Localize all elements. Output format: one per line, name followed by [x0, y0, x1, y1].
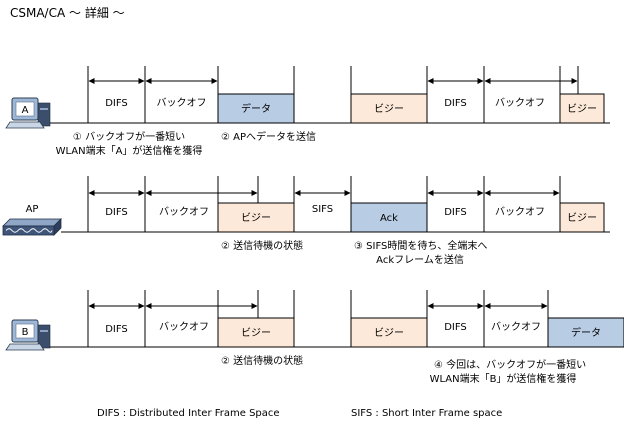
busy-box	[350, 317, 428, 348]
backoff-label: バックオフ	[159, 321, 209, 333]
backoff-label: バックオフ	[159, 206, 209, 218]
data-frame-label: データ	[571, 326, 601, 339]
ack-frame-label: Ack	[380, 213, 398, 224]
busy-label: ビジー	[567, 212, 597, 224]
ack-frame-box	[350, 202, 428, 233]
station-b-label: B	[22, 327, 29, 338]
busy-box	[217, 202, 295, 233]
sifs-label: SIFS	[312, 204, 333, 215]
footnote-sifs: SIFS : Short Inter Frame space	[351, 408, 502, 419]
caption-line: ② APへデータを送信	[221, 130, 316, 143]
row-a: A DIFS バックオフ データ ビジー DIFS バックオフ ビジー ① バッ…	[5, 66, 610, 157]
computer-icon: B	[5, 319, 51, 351]
busy-box	[559, 93, 605, 124]
difs-label: DIFS	[105, 207, 128, 218]
backoff-label: バックオフ	[495, 97, 545, 109]
caption-line: Ackフレームを送信	[376, 253, 464, 266]
data-frame-label: データ	[241, 102, 271, 115]
busy-box	[559, 202, 605, 233]
busy-label: ビジー	[241, 212, 271, 224]
difs-label: DIFS	[105, 98, 128, 109]
caption-line: ② 送信待機の状態	[221, 354, 303, 367]
access-point-label: AP	[26, 204, 39, 215]
difs-label: DIFS	[444, 322, 467, 333]
difs-label: DIFS	[105, 324, 128, 335]
row-b: B DIFS バックオフ ビジー ビジー DIFS バックオフ データ ② 送信…	[5, 290, 624, 385]
data-frame-box	[217, 93, 295, 124]
caption-line: WLAN端末「A」が送信権を獲得	[56, 144, 203, 157]
caption-line: ④ 今回は、バックオフが一番短い	[434, 358, 586, 371]
caption-line: ③ SIFS時間を待ち、全端末へ	[354, 239, 487, 252]
backoff-label: バックオフ	[495, 206, 545, 218]
busy-label: ビジー	[241, 327, 271, 339]
diagram-title: CSMA/CA ～ 詳細 ～	[10, 5, 125, 20]
footnote-difs: DIFS : Distributed Inter Frame Space	[97, 408, 280, 419]
difs-label: DIFS	[444, 98, 467, 109]
caption-line: ② 送信待機の状態	[221, 239, 303, 252]
caption-line: ① バックオフが一番短い	[73, 130, 185, 143]
backoff-label: バックオフ	[491, 321, 541, 333]
difs-label: DIFS	[444, 207, 467, 218]
computer-icon: A	[5, 97, 51, 129]
row-ap: AP DIFS バックオフ ビジー SIFS Ack DIFS バックオフ ビ	[2, 176, 610, 266]
station-a-label: A	[22, 105, 29, 116]
caption-line: WLAN端末「B」が送信権を獲得	[430, 372, 577, 385]
busy-label: ビジー	[567, 103, 597, 115]
busy-box	[350, 93, 428, 124]
data-frame-box	[547, 317, 624, 348]
access-point-icon	[2, 218, 62, 236]
backoff-label: バックオフ	[157, 97, 207, 109]
busy-label: ビジー	[374, 103, 404, 115]
busy-label: ビジー	[374, 327, 404, 339]
busy-box	[217, 317, 295, 348]
